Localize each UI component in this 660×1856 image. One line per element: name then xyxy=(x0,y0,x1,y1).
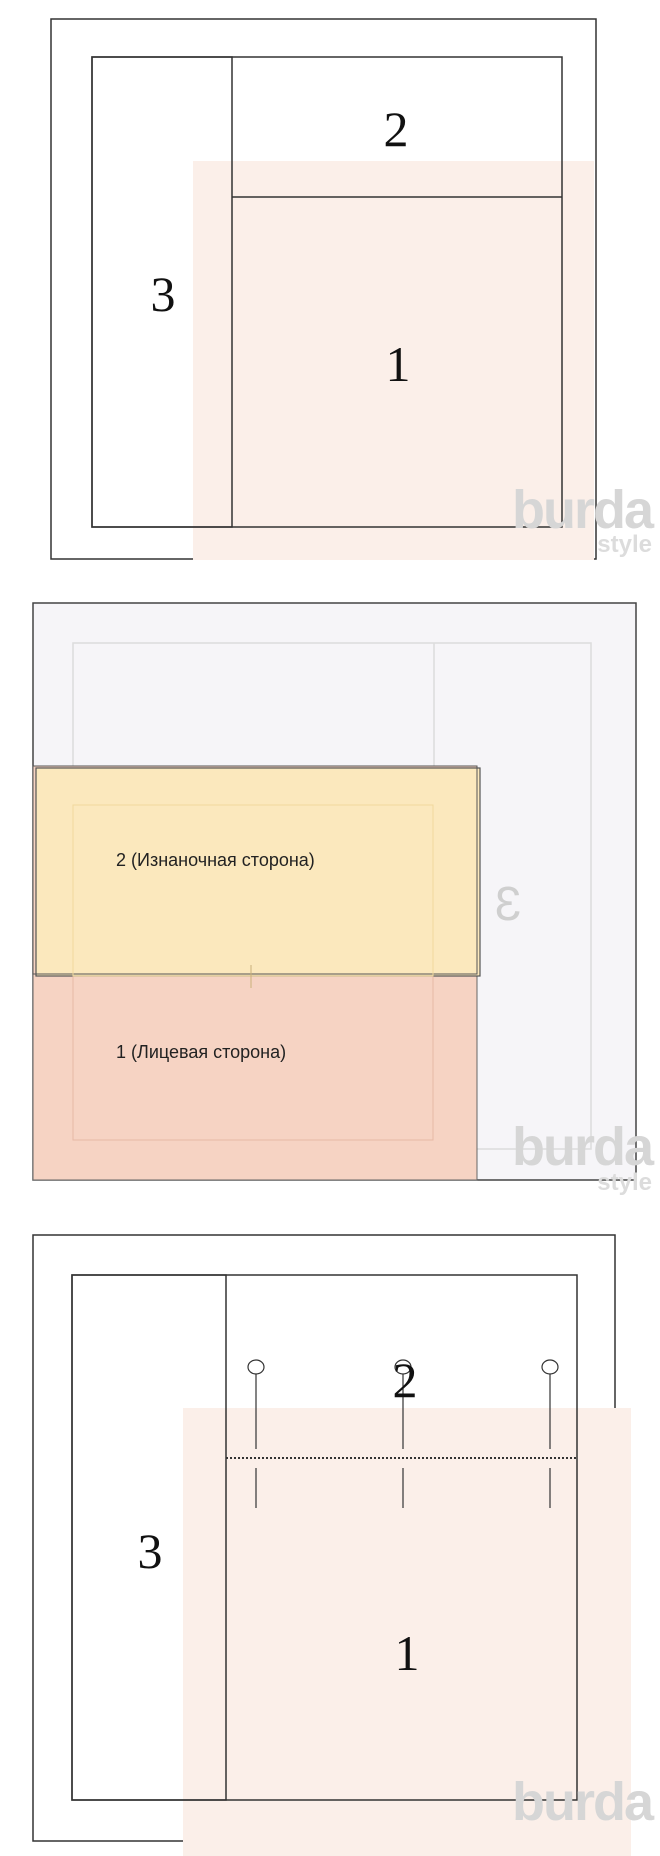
diagram-3-canvas: 2 3 1 burda xyxy=(32,1234,657,1856)
piece-1-fill xyxy=(193,161,594,560)
label-1: 1 xyxy=(395,1625,420,1681)
label-3: 3 xyxy=(138,1523,163,1579)
logo-subtitle: style xyxy=(597,1169,652,1196)
label-3: 3 xyxy=(151,266,176,322)
diagram-1: 2 3 1 burda style xyxy=(0,0,660,570)
pin-left xyxy=(247,1359,265,1508)
logo-wordmark: burda xyxy=(512,1772,655,1832)
logo-wordmark: burda xyxy=(512,480,655,540)
logo-subtitle: style xyxy=(597,531,652,558)
pin-middle xyxy=(394,1359,412,1508)
pin-right xyxy=(541,1359,559,1508)
label-3-mirrored: 3 xyxy=(495,878,522,931)
label-2: 2 xyxy=(384,101,409,157)
pin-head xyxy=(541,1359,559,1375)
label-1: 1 xyxy=(386,336,411,392)
piece-1-fill xyxy=(183,1408,631,1856)
piece-1-label: 1 (Лицевая сторона) xyxy=(116,1042,286,1062)
diagram-3: 2 3 1 burda xyxy=(0,1210,660,1856)
inner-frame xyxy=(91,56,563,528)
inner-frame xyxy=(71,1274,578,1801)
piece-2-inner-outline xyxy=(72,804,434,977)
diagram-1-canvas: 2 3 1 burda style xyxy=(50,18,657,560)
label-2: 2 xyxy=(393,1352,418,1408)
piece-2-back-edge xyxy=(32,765,478,975)
pin-head xyxy=(247,1359,265,1375)
piece-2-fill xyxy=(35,767,481,977)
diagram-2: 3 2 (Изнаночная сторона) 1 (Лицевая стор… xyxy=(0,570,660,1210)
logo-wordmark: burda xyxy=(512,1117,655,1177)
diagram-2-canvas: 3 2 (Изнаночная сторона) 1 (Лицевая стор… xyxy=(32,602,657,1196)
piece-2-label: 2 (Изнаночная сторона) xyxy=(116,850,315,870)
